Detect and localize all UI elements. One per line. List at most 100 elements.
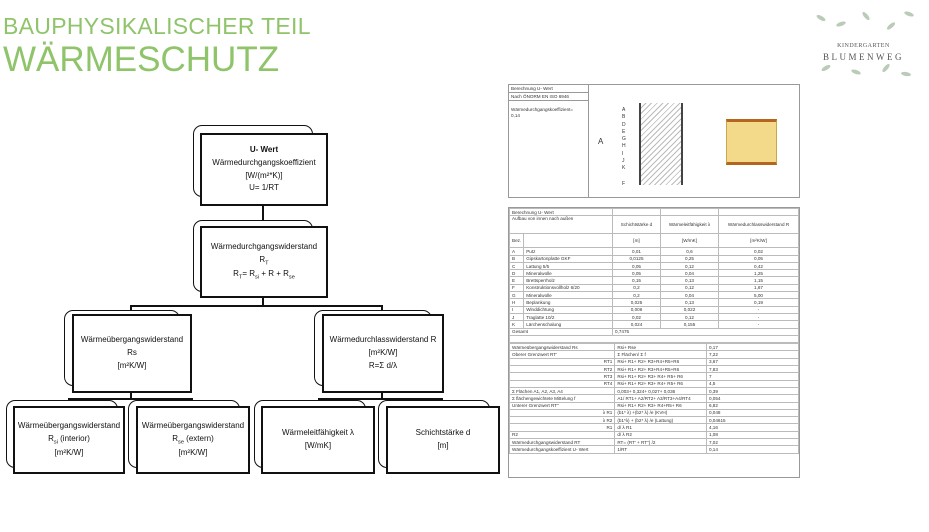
table-cell: Winddichtung — [523, 305, 613, 314]
table-cell: Lärchenschalung — [523, 320, 613, 329]
calc-row: λ R1(b1* λ) +(b2* λ) /e (KVH)0,048 — [508, 408, 800, 418]
table-cell: Putz — [523, 247, 613, 256]
rt-box: Wärmedurchgangswiderstand RT RT= Rsi + R… — [200, 226, 328, 298]
table-cell: 3,67 — [705, 357, 800, 367]
table-cell: 6,82 — [705, 401, 800, 410]
rsi-box: Wärmeübergangswiderstand Rsi (interior) … — [13, 406, 125, 474]
table-cell: Σ Flächen/ Σ f — [614, 350, 707, 359]
layer-letter: G — [622, 136, 626, 143]
table-cell: λ R2 — [508, 416, 616, 425]
table-cell: 0,024 — [612, 320, 661, 329]
layer-letter: H — [622, 143, 626, 150]
table-cell: 7 — [705, 372, 800, 381]
table-cell: 5,00 — [718, 291, 799, 300]
table-cell: - — [718, 312, 799, 322]
table-cell: - — [718, 305, 799, 314]
table-cell: 4,16 — [705, 423, 800, 432]
table-cell: H — [508, 298, 525, 307]
table-cell: 0,2 — [612, 291, 661, 300]
wall-section-drawing — [639, 103, 683, 185]
table-cell: 7,83 — [705, 365, 800, 374]
lambda-box: Wärmeleitfähigkeit λ [W/mK] — [261, 406, 375, 474]
table-cell: (b1* λ) +(b2* λ) /e (KVH) — [614, 408, 707, 418]
table-cell: K — [508, 320, 525, 329]
table-cell: 0,42 — [718, 261, 799, 271]
layer-letter: B — [622, 114, 626, 121]
table-cell: Σ Flächen A1, A2, A3, A4 — [508, 386, 616, 396]
table-cell: 0,15 — [612, 276, 661, 285]
u-formula: U= 1/RT — [249, 183, 279, 193]
table-cell: F — [508, 283, 525, 293]
table-cell: 0,05 — [718, 254, 799, 263]
layer-letter: D — [622, 121, 626, 128]
layer-letter: E — [622, 128, 626, 135]
table-cell: 0,12 — [660, 312, 719, 322]
table-cell: - — [718, 320, 799, 329]
table-cell: Rsi+ Rse — [614, 343, 707, 352]
table-cell: Wärmedurchgangswiderstand RT — [508, 437, 616, 447]
table-cell: RT= (RT' + RT'') /2 — [614, 437, 707, 447]
rse-symbol: Rse (extern) — [172, 433, 214, 446]
table-cell: (b1*λ) + (b2* λ) /e (Lattung) — [614, 416, 707, 425]
table-cell: 1,67 — [718, 283, 799, 293]
table-cell: C — [508, 261, 525, 271]
table-cell: Wärmedurchgangskoeffizient U- Wert — [508, 445, 616, 454]
table-cell: Lattung 5/5 — [523, 261, 613, 271]
table-cell: 0,01 — [612, 247, 661, 256]
layer-letter: K — [622, 165, 626, 172]
layer-letter: I — [622, 150, 624, 157]
table-cell: I — [508, 305, 525, 314]
table-cell: Beplankung — [523, 298, 613, 307]
table-cell: 1/RT — [614, 445, 707, 454]
table-cell: R2 — [508, 430, 616, 440]
table-cell: 4,5 — [705, 379, 800, 388]
u-value-box: U- Wert Wärmedurchgangskoeffizient [W/(m… — [200, 133, 328, 206]
table-cell: 0,02 — [718, 247, 799, 256]
table-cell: G — [508, 291, 525, 300]
table-cell: 0,04615 — [705, 416, 800, 425]
table-cell: R1 — [508, 423, 616, 432]
table-cell: B — [508, 254, 525, 263]
table-cell: Rsi+ R1+ R2+ R3+R4+R5+R6 — [614, 365, 707, 374]
table-cell: 0,19 — [718, 298, 799, 307]
table-cell: d/ λ R1 — [614, 423, 707, 432]
table-cell: 0,0125 — [612, 254, 661, 263]
table-cell: 1,15 — [718, 276, 799, 285]
table-cell: 0,6 — [660, 247, 719, 256]
table-cell: 0,025 — [612, 298, 661, 307]
table-cell: Rsi+ R1+ R2+ R3+ R4+ R5+ R6 — [614, 372, 707, 381]
table-cell: 0,006 — [612, 305, 661, 314]
table-cell: 0,155 — [660, 320, 719, 329]
table-cell: RT3 — [508, 372, 616, 381]
layer-letter: F — [622, 180, 626, 187]
table-cell: 0,14 — [705, 445, 800, 454]
table-cell: d/ λ R2 — [614, 430, 707, 440]
table-cell: 0,054 — [705, 394, 800, 403]
floor-plan-drawing — [726, 119, 777, 165]
table-cell: 0,048 — [705, 408, 800, 418]
table-cell: Wärmeübergangswiderstand Rs — [508, 343, 616, 352]
table-cell: Mineralwolle — [523, 269, 613, 278]
table-cell: 0,003+ 0,324+ 0,027+ 0,036 — [614, 386, 707, 396]
rs-box: Wärmeübergangswiderstand Rs [m²K/W] — [72, 314, 192, 393]
table-cell: 0,2 — [612, 283, 661, 293]
calc-row: Unterer Grenzwert RT''Rsi+ R1+ R2+ R3+ R… — [508, 401, 800, 410]
table-cell: RT2 — [508, 365, 616, 374]
table-cell: A1/ RT1+ A2/RT2+ A3/RT3+A4/RT4 — [614, 394, 707, 403]
calc-row: λ R2(b1*λ) + (b2* λ) /e (Lattung)0,04615 — [508, 416, 800, 425]
